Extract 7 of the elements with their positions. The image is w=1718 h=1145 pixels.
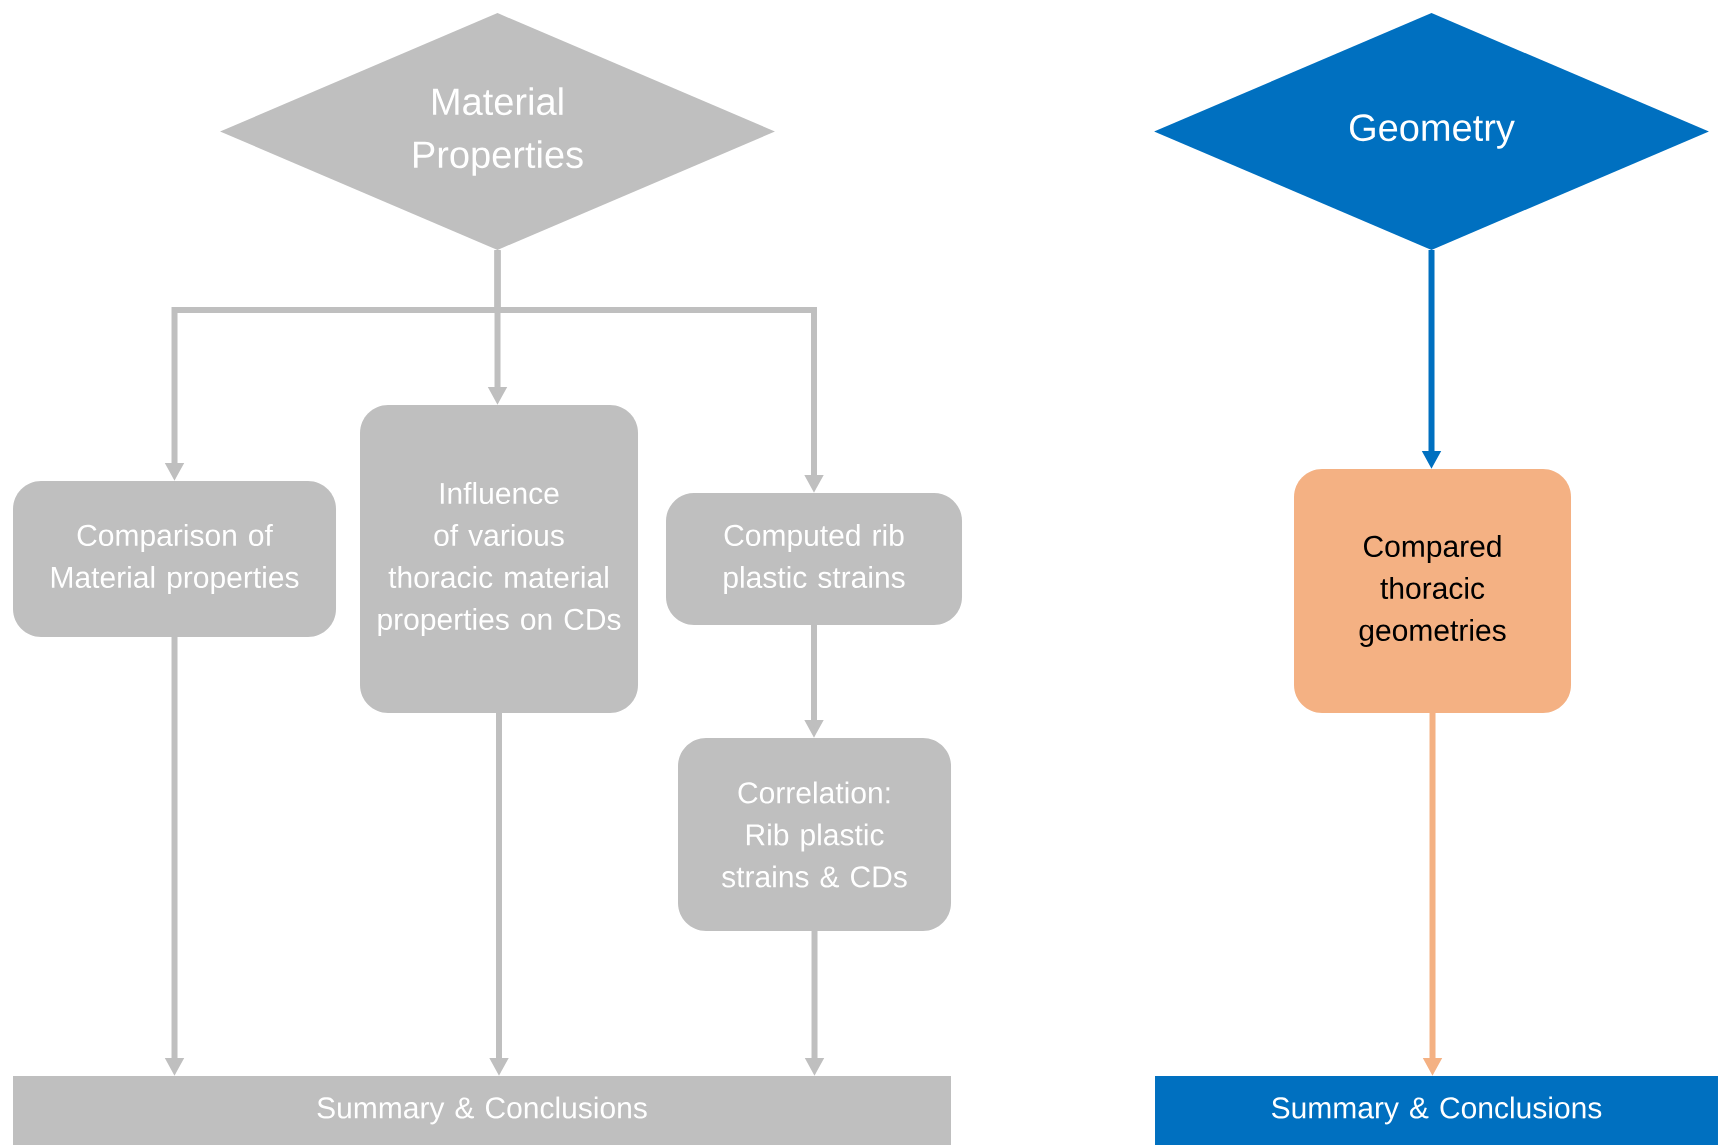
process-box: Correlation: Rib plastic strains & CDs (678, 738, 951, 931)
summary-bar: Summary & Conclusions (13, 1076, 951, 1145)
process-box: Compared thoracic geometries (1294, 469, 1571, 713)
process-box: Influence of various thoracic material properties on CDs (360, 405, 638, 713)
process-box: Computed rib plastic strains (666, 493, 962, 625)
summary-bar: Summary & Conclusions (1155, 1076, 1718, 1145)
process-box: Comparison of Material properties (13, 481, 336, 637)
